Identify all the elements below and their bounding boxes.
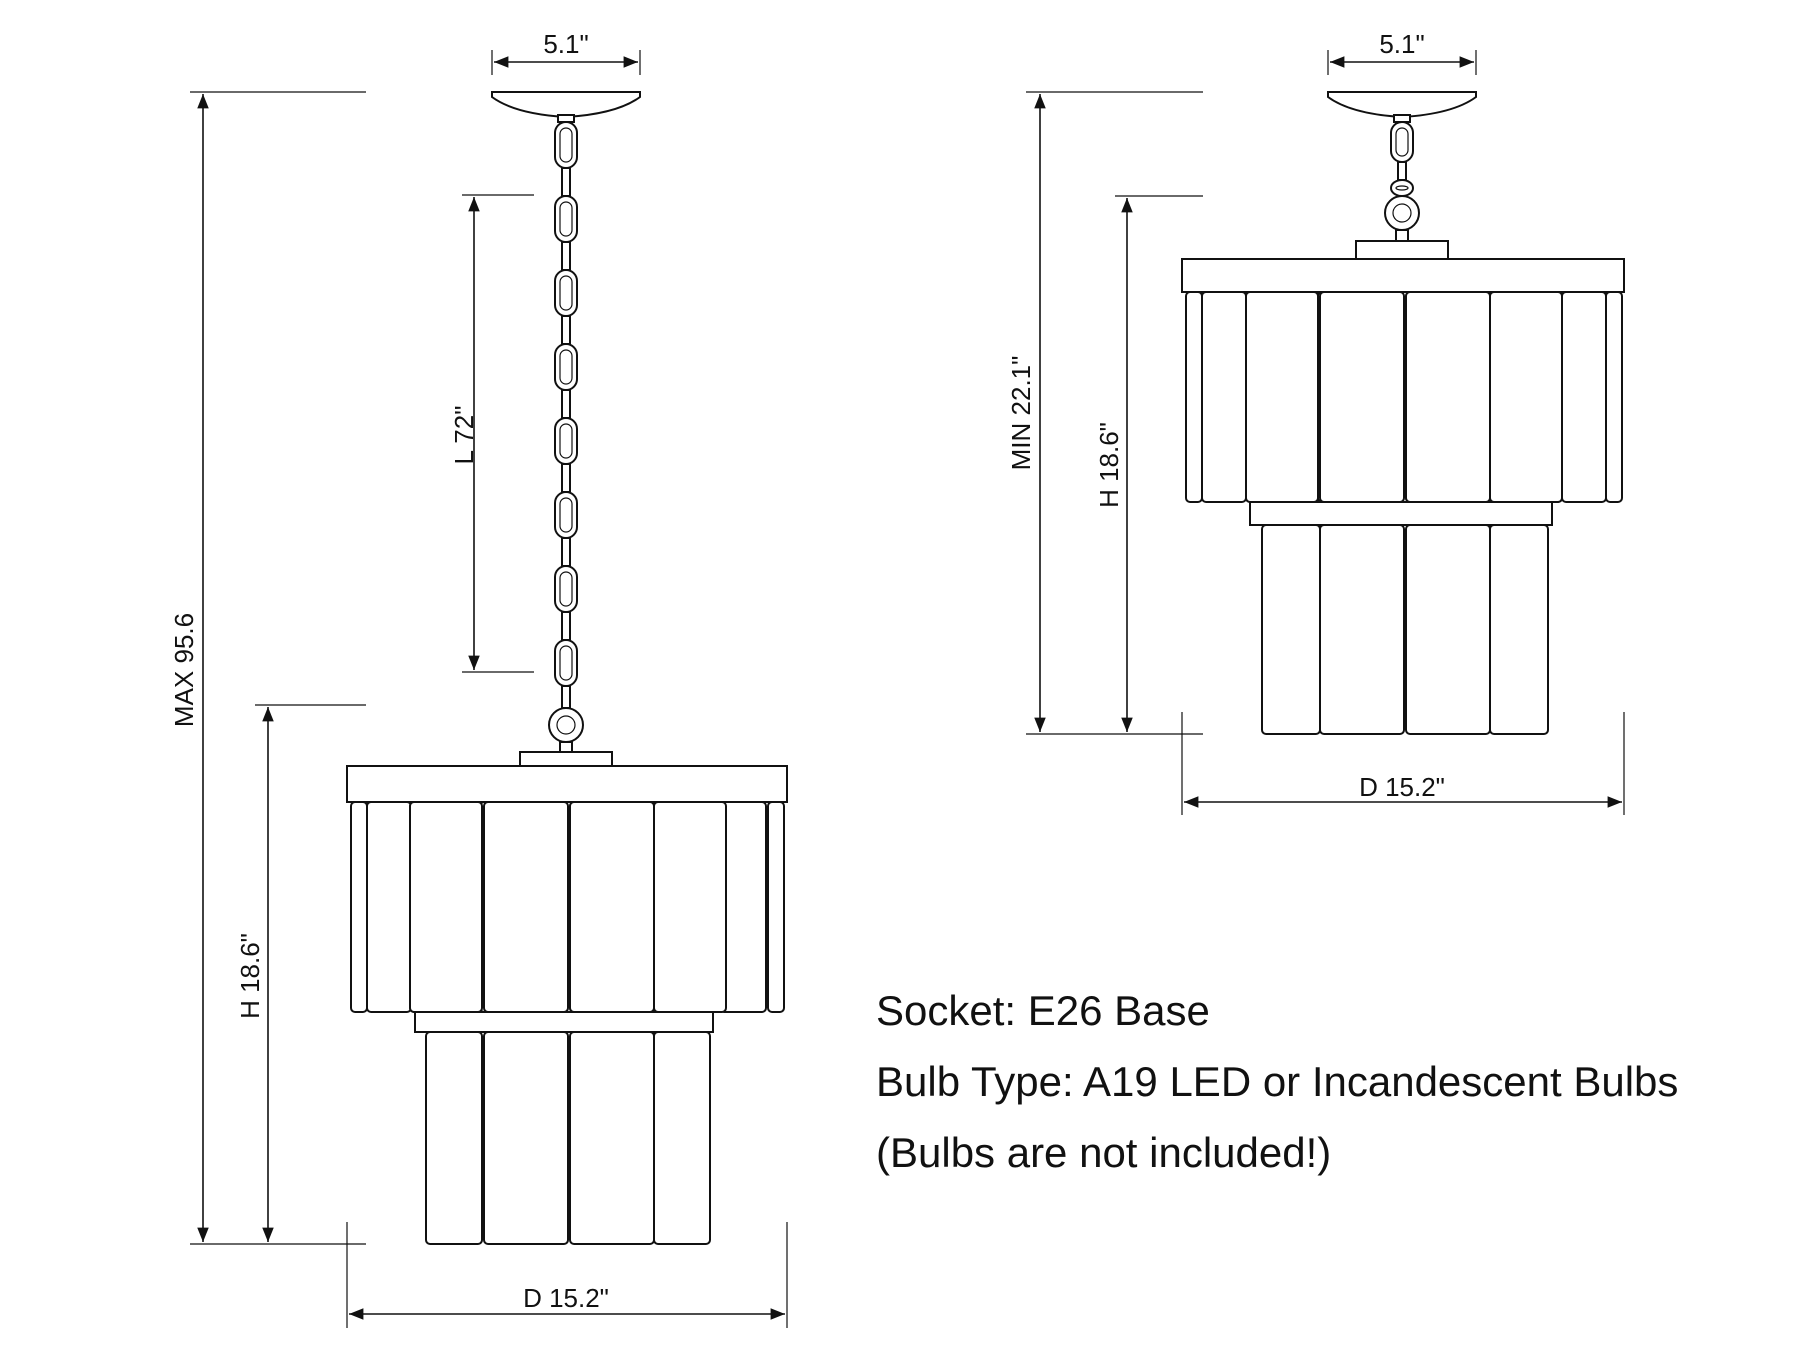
- glass-panel: [483, 1031, 569, 1245]
- canopy-width-label: 5.1": [1379, 29, 1424, 59]
- glass-panel: [1489, 524, 1549, 735]
- pendant-max-view: [346, 91, 788, 1245]
- glass-panel: [1261, 524, 1321, 735]
- chain-link: [554, 269, 578, 317]
- top-ring: [1181, 258, 1625, 293]
- crown-plate: [1355, 240, 1449, 260]
- middle-ring: [414, 1011, 714, 1033]
- chain-link: [561, 611, 571, 641]
- chain: [554, 121, 578, 709]
- canopy: [491, 91, 641, 119]
- right-dimensions: 5.1" MIN 22.1" H 18.6" D 15.2": [1006, 29, 1625, 815]
- chain-link: [561, 537, 571, 567]
- glass-panel: [767, 801, 785, 1013]
- chain-link: [554, 417, 578, 465]
- canopy-nut: [557, 114, 575, 123]
- glass-panel: [1561, 291, 1607, 503]
- chain-link: [554, 491, 578, 539]
- diameter-label: D 15.2": [523, 1283, 609, 1313]
- chain-length-label: L 72": [449, 406, 479, 465]
- glass-panel: [366, 801, 412, 1013]
- crown-plate: [519, 751, 613, 767]
- glass-panel: [653, 1031, 711, 1245]
- left-dimensions: 5.1" MAX 95.6 L 72" H 18.6" D 15.2": [169, 29, 788, 1328]
- pendant-min-view: [1181, 91, 1625, 735]
- glass-panel: [653, 801, 727, 1013]
- min-height-label: MIN 22.1": [1006, 356, 1036, 471]
- chain-link: [1390, 179, 1414, 197]
- body-height-label: H 18.6": [1094, 422, 1124, 508]
- chain: [1390, 121, 1414, 197]
- glass-panel: [409, 801, 483, 1013]
- glass-panel: [1405, 524, 1491, 735]
- glass-panel: [569, 801, 655, 1013]
- chain-link: [554, 195, 578, 243]
- chain-link: [561, 389, 571, 419]
- chain-link: [554, 565, 578, 613]
- canopy-width-label: 5.1": [543, 29, 588, 59]
- glass-panel: [350, 801, 368, 1013]
- bulb-note: (Bulbs are not included!): [876, 1129, 1332, 1176]
- upper-tier: [350, 801, 785, 1013]
- chain-link: [561, 241, 571, 271]
- diameter-label: D 15.2": [1359, 772, 1445, 802]
- glass-panel: [1605, 291, 1623, 503]
- hanger-loop: [548, 707, 584, 743]
- bulb-type-spec: Bulb Type: A19 LED or Incandescent Bulbs: [876, 1058, 1679, 1105]
- chain-link: [561, 463, 571, 493]
- top-ring: [346, 765, 788, 803]
- socket-spec: Socket: E26 Base: [876, 987, 1210, 1034]
- glass-panel: [1489, 291, 1563, 503]
- canopy: [1327, 91, 1477, 119]
- glass-panel: [425, 1031, 483, 1245]
- chain-link: [561, 685, 571, 709]
- body-height-label: H 18.6": [235, 933, 265, 1019]
- glass-panel: [1319, 524, 1405, 735]
- lower-tier: [425, 1031, 711, 1245]
- glass-panel: [1245, 291, 1319, 503]
- chain-link: [554, 121, 578, 169]
- glass-panel: [1405, 291, 1491, 503]
- glass-panel: [569, 1031, 655, 1245]
- chain-link: [554, 343, 578, 391]
- upper-tier: [1185, 291, 1623, 503]
- chain-link: [561, 167, 571, 197]
- middle-ring: [1249, 501, 1553, 526]
- glass-panel: [1319, 291, 1405, 503]
- glass-panel: [483, 801, 569, 1013]
- glass-panel: [1201, 291, 1247, 503]
- chain-link: [561, 315, 571, 345]
- lower-tier: [1261, 524, 1549, 735]
- chain-link: [554, 639, 578, 687]
- max-height-label: MAX 95.6: [169, 613, 199, 727]
- hanger-loop: [1384, 195, 1420, 231]
- chain-link: [1397, 161, 1407, 181]
- glass-panel: [1185, 291, 1203, 503]
- spec-list: Socket: E26 Base Bulb Type: A19 LED or I…: [876, 975, 1678, 1188]
